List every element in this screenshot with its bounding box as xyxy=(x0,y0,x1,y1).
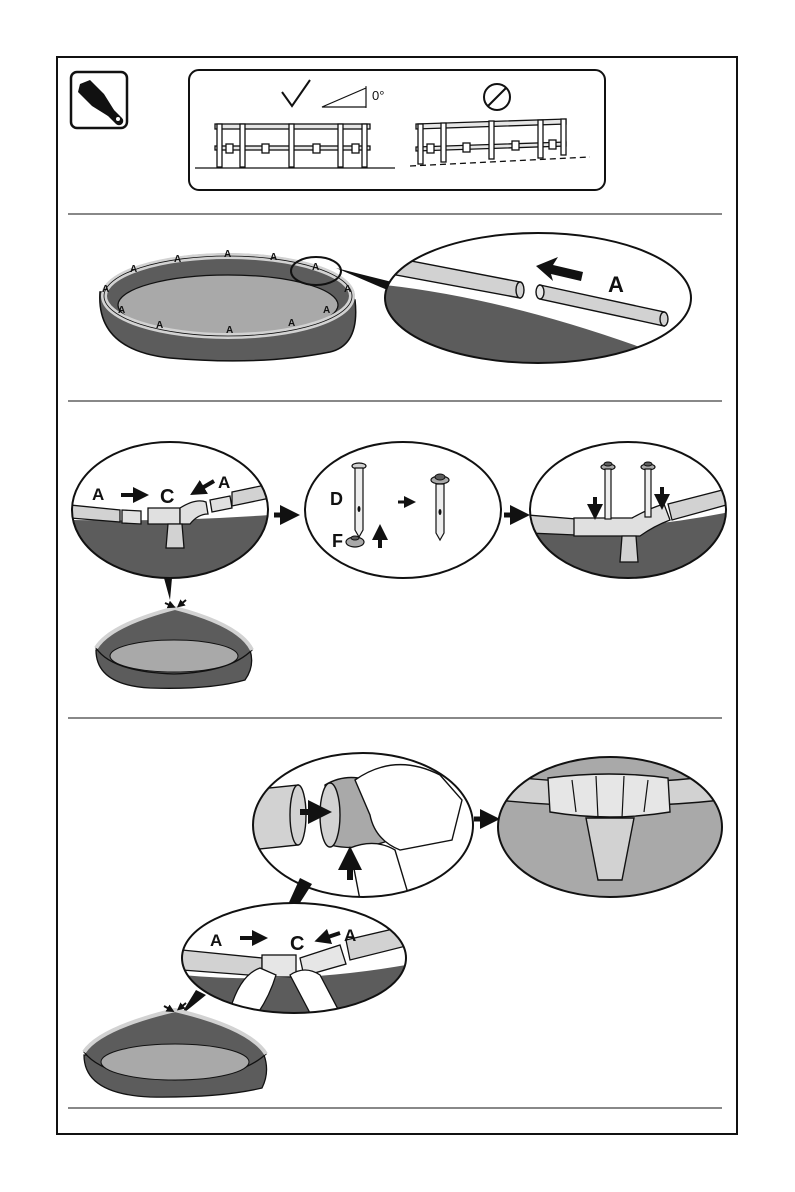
beam-label: A xyxy=(218,473,230,492)
pin-label: D xyxy=(330,489,343,509)
beam-label: A xyxy=(312,262,319,273)
wrench-icon xyxy=(71,72,127,128)
beam-label: A xyxy=(102,284,109,295)
beam-label: A xyxy=(130,264,137,275)
beam-label: A xyxy=(92,485,104,504)
connector-label: C xyxy=(290,933,304,955)
connector-label: C xyxy=(160,486,174,508)
beam-label: A xyxy=(608,272,624,297)
beam-label: A xyxy=(210,931,222,950)
beam-label: A xyxy=(288,318,295,329)
beam-label: A xyxy=(344,926,356,945)
pin-cap-detail: D F xyxy=(305,442,501,578)
angle-label: 0° xyxy=(372,88,384,103)
beam-label: A xyxy=(323,305,330,316)
cap-label: F xyxy=(332,531,343,551)
beam-label: A xyxy=(156,320,163,331)
beam-label: A xyxy=(344,284,351,295)
beam-label: A xyxy=(118,305,125,316)
beam-label: A xyxy=(224,249,231,260)
connector-result-detail xyxy=(498,757,722,897)
beam-label: A xyxy=(226,325,233,336)
beam-label: A xyxy=(174,254,181,265)
beam-label: A xyxy=(270,252,277,263)
